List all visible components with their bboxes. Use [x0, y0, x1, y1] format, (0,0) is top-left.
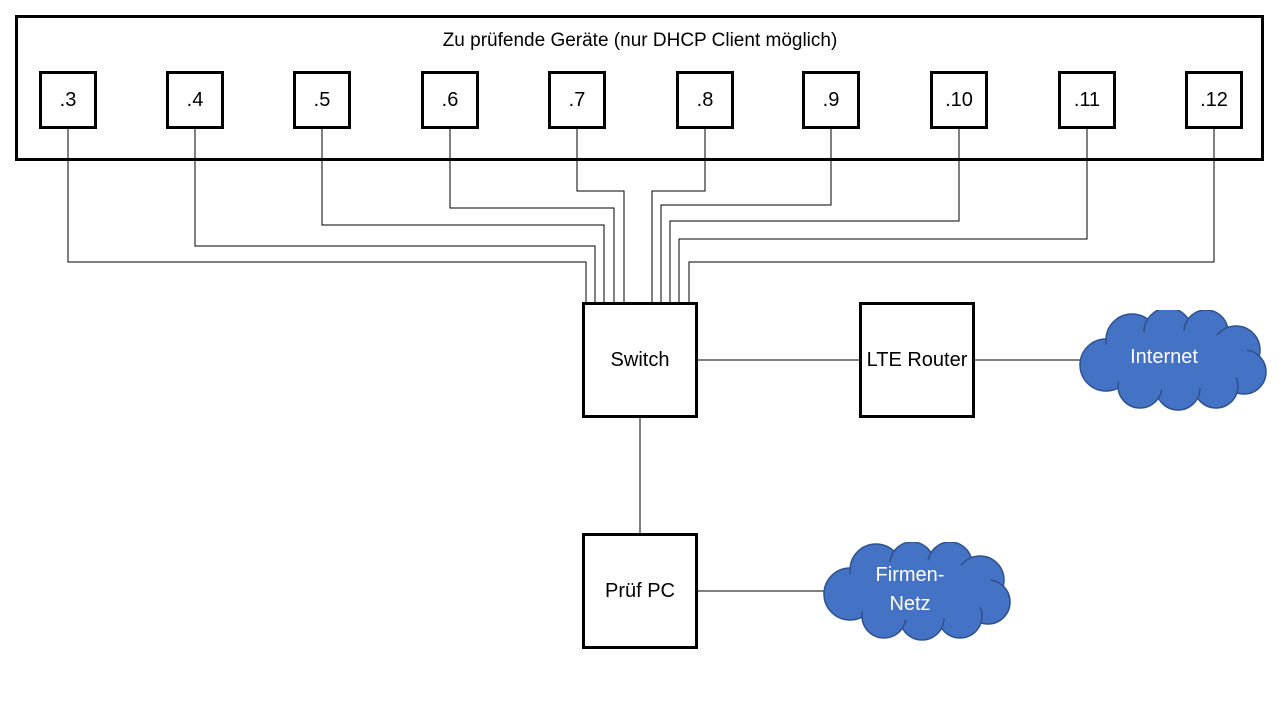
device-3: .3 [39, 71, 97, 129]
wire-device-3 [67, 129, 587, 302]
device-9: .9 [802, 71, 860, 129]
company-network-label-line2: Netz [889, 593, 931, 615]
device-6: .6 [421, 71, 479, 129]
test-pc-node: Prüf PC [582, 533, 698, 649]
wire-device-12 [688, 129, 1215, 302]
device-4: .4 [166, 71, 224, 129]
wire-device-4 [194, 129, 596, 302]
company-network-label: Firmen- Netz [820, 561, 1000, 619]
internet-label: Internet [1130, 346, 1198, 368]
wire-device-11 [678, 129, 1088, 302]
device-7: .7 [548, 71, 606, 129]
company-network-cloud-icon [823, 542, 1011, 641]
devices-under-test-frame [15, 15, 1264, 161]
wire-device-6 [449, 129, 615, 302]
device-12: .12 [1185, 71, 1243, 129]
device-5: .5 [293, 71, 351, 129]
wire-device-9 [660, 129, 832, 302]
switch-node: Switch [582, 302, 698, 418]
device-8: .8 [676, 71, 734, 129]
wire-device-5 [321, 129, 605, 302]
device-11: .11 [1058, 71, 1116, 129]
lte-router-node: LTE Router [859, 302, 975, 418]
devices-group-title: Zu prüfende Geräte (nur DHCP Client mögl… [442, 30, 838, 51]
device-10: .10 [930, 71, 988, 129]
internet-cloud-icon [1079, 310, 1267, 411]
wire-device-10 [669, 129, 960, 302]
company-network-label-line1: Firmen- [875, 564, 945, 586]
